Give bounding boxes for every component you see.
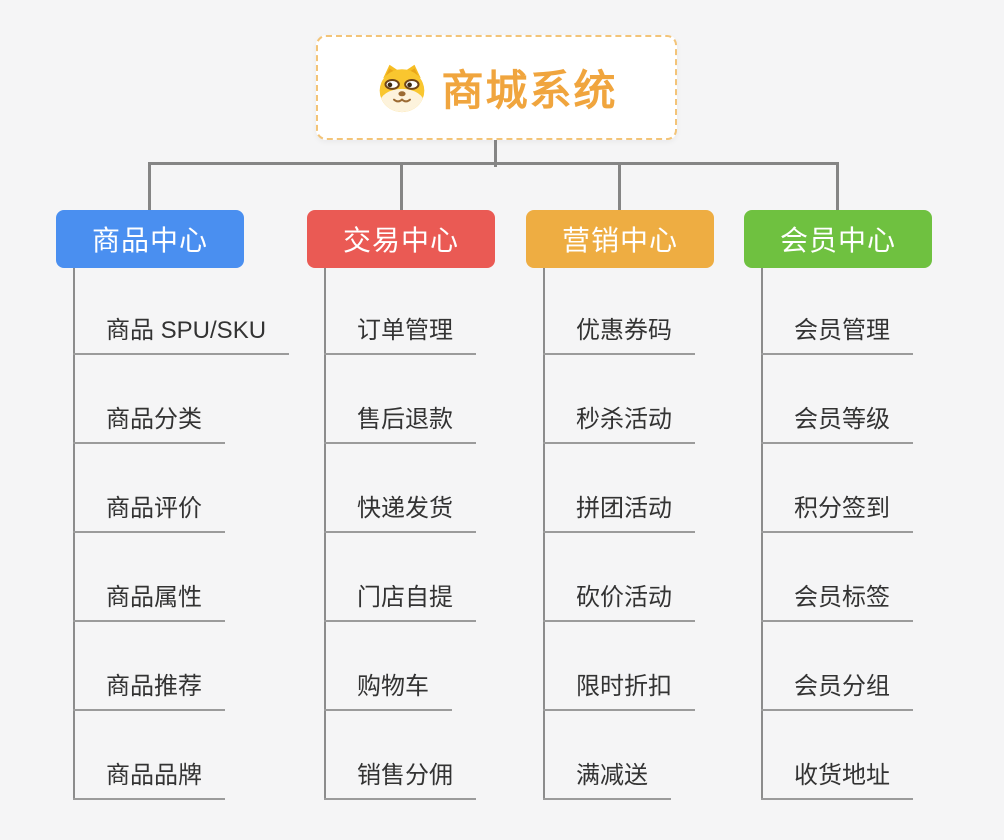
branch-node-trade[interactable]: 交易中心 [307, 210, 495, 268]
leaf-item[interactable]: 商品推荐 [73, 673, 225, 711]
root-title: 商城系统 [441, 67, 618, 114]
leaf-item[interactable]: 商品评价 [73, 495, 225, 533]
branch-column-trade: 交易中心 订单管理 售后退款 快递发货 门店自提 购物车 销售分佣 [307, 210, 557, 810]
leaf-item[interactable]: 砍价活动 [543, 584, 695, 622]
connector-drop-marketing [618, 162, 621, 210]
leaf-item[interactable]: 秒杀活动 [543, 406, 695, 444]
branch-column-marketing: 营销中心 优惠券码 秒杀活动 拼团活动 砍价活动 限时折扣 满减送 [526, 210, 776, 810]
leaf-item[interactable]: 销售分佣 [324, 762, 476, 800]
connector-child-line [73, 268, 75, 800]
connector-child-line [761, 268, 763, 800]
leaf-item[interactable]: 拼团活动 [543, 495, 695, 533]
leaf-item[interactable]: 积分签到 [761, 495, 913, 533]
connector-horizontal-bar [148, 162, 839, 165]
leaf-item[interactable]: 商品分类 [73, 406, 225, 444]
leaf-item[interactable]: 订单管理 [324, 317, 476, 355]
leaf-item[interactable]: 商品 SPU/SKU [73, 317, 290, 355]
leaf-item[interactable]: 会员等级 [761, 406, 913, 444]
leaf-item[interactable]: 商品品牌 [73, 762, 225, 800]
shiba-dog-icon [380, 64, 425, 112]
leaf-item[interactable]: 会员分组 [761, 673, 913, 711]
leaf-item[interactable]: 门店自提 [324, 584, 476, 622]
connector-child-line [324, 268, 326, 800]
connector-drop-product [148, 162, 151, 210]
leaf-item[interactable]: 满减送 [543, 762, 671, 800]
root-node[interactable]: 商城系统 [316, 35, 677, 140]
branch-column-member: 会员中心 会员管理 会员等级 积分签到 会员标签 会员分组 收货地址 [744, 210, 994, 810]
connector-child-line [543, 268, 545, 800]
leaf-item[interactable]: 会员管理 [761, 317, 913, 355]
leaf-item[interactable]: 购物车 [324, 673, 452, 711]
leaf-item[interactable]: 会员标签 [761, 584, 913, 622]
leaf-item[interactable]: 限时折扣 [543, 673, 695, 711]
leaf-item[interactable]: 商品属性 [73, 584, 225, 622]
connector-drop-trade [400, 162, 403, 210]
connector-root-stem [494, 140, 497, 167]
leaf-item[interactable]: 售后退款 [324, 406, 476, 444]
branch-node-product[interactable]: 商品中心 [56, 210, 244, 268]
leaf-item[interactable]: 优惠券码 [543, 317, 695, 355]
branch-node-marketing[interactable]: 营销中心 [526, 210, 714, 268]
leaf-item[interactable]: 快递发货 [324, 495, 476, 533]
branch-column-product: 商品中心 商品 SPU/SKU 商品分类 商品评价 商品属性 商品推荐 商品品牌 [56, 210, 306, 810]
leaf-item[interactable]: 收货地址 [761, 762, 913, 800]
connector-drop-member [836, 162, 839, 210]
branch-node-member[interactable]: 会员中心 [744, 210, 932, 268]
